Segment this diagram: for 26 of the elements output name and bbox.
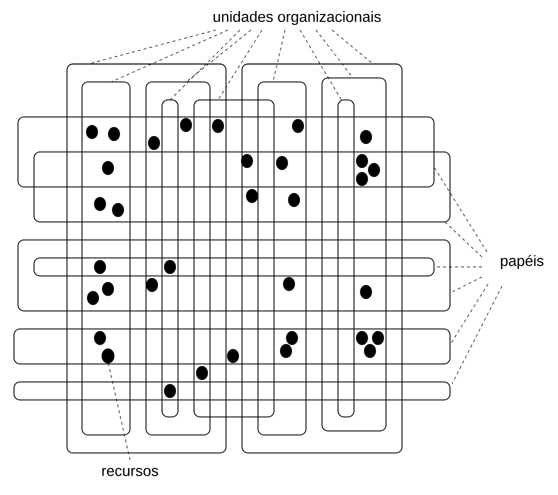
horizontal-rounded-box bbox=[14, 328, 450, 364]
horizontal-rounded-box bbox=[18, 240, 450, 312]
leader-line bbox=[88, 30, 216, 64]
leader-line bbox=[186, 30, 252, 82]
leader-line bbox=[110, 30, 228, 82]
horizontal-rounded-box bbox=[34, 152, 450, 222]
leader-line bbox=[300, 30, 342, 102]
vertical-rounded-box bbox=[66, 64, 226, 454]
horizontal-rounded-box bbox=[18, 116, 434, 188]
leader-line bbox=[332, 30, 374, 64]
group-label: recursos bbox=[102, 468, 158, 476]
vertical-rounded-box bbox=[242, 64, 402, 454]
leader-line bbox=[272, 30, 286, 82]
group-label: papéis bbox=[500, 254, 544, 270]
leader-line bbox=[450, 276, 482, 294]
leader-line bbox=[108, 362, 130, 460]
leader-line bbox=[450, 284, 488, 346]
resource-dot bbox=[102, 348, 114, 364]
leader-line bbox=[218, 30, 262, 100]
horizontal-rounded-box bbox=[14, 382, 450, 400]
leader-line bbox=[452, 286, 502, 384]
leader-line bbox=[170, 30, 240, 100]
leader-line bbox=[316, 30, 354, 78]
group-label: unidades organizacionais bbox=[214, 11, 381, 25]
leader-line bbox=[444, 222, 482, 258]
vertical-rounded-box bbox=[194, 100, 274, 418]
